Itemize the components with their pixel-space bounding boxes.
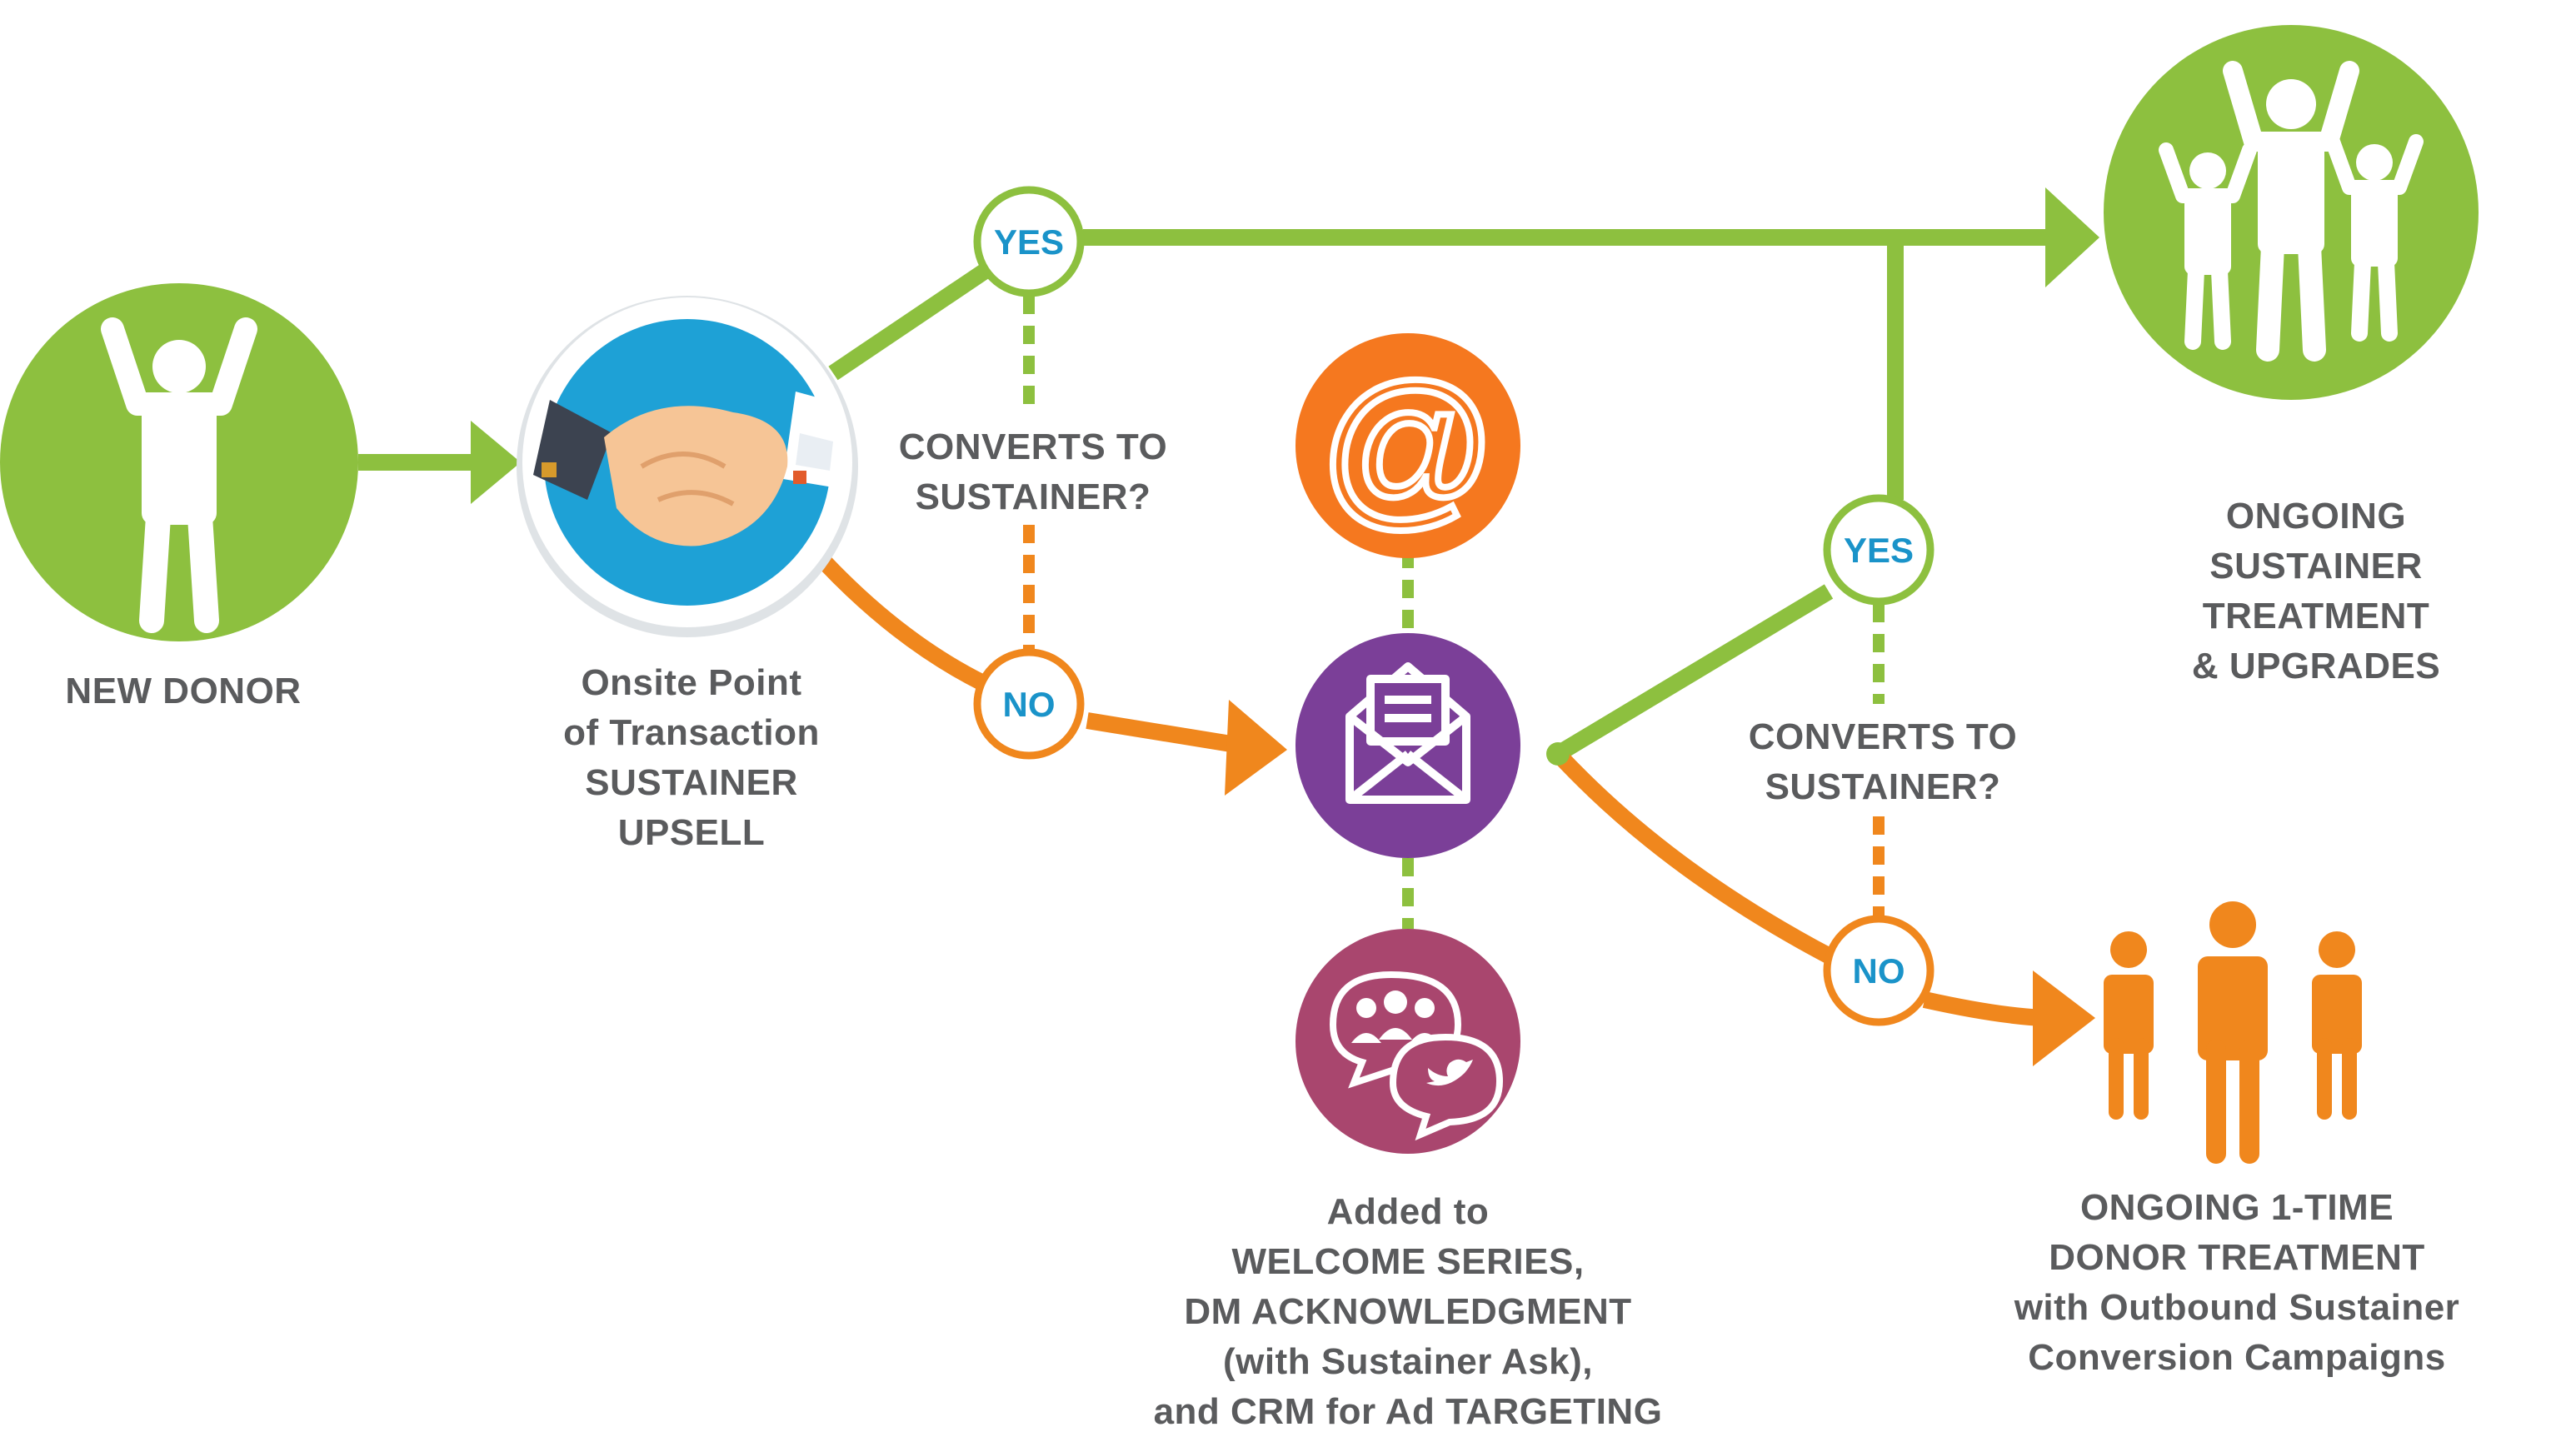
arrow-head-sustainers	[2045, 187, 2099, 287]
welcome-line: Added to	[1326, 1191, 1490, 1232]
envelope-letter-icon	[1345, 662, 1470, 804]
arrow-head-mail	[1225, 700, 1287, 796]
sustainer-outcome-line: ONGOING	[2225, 496, 2407, 536]
standing-group-icon	[2104, 901, 2362, 1164]
line-upsell-to-no1	[818, 556, 987, 691]
one-time-line-italic: Conversion Campaigns	[2028, 1337, 2446, 1378]
sustainers-node	[2104, 25, 2479, 400]
question-2-line: CONVERTS TO	[1748, 716, 2018, 757]
branch-node	[1546, 742, 1570, 766]
one-time-line-italic: with Outbound Sustainer	[2014, 1287, 2460, 1328]
arrow-head-donors	[2033, 970, 2095, 1066]
one-time-outcome-label: ONGOING 1-TIME DONOR TREATMENT with Outb…	[1999, 1183, 2474, 1383]
yes-badge-1-label: YES	[994, 222, 1064, 262]
email-node: @	[1295, 333, 1520, 558]
question-1-line: CONVERTS TO	[898, 427, 1168, 467]
no-badge-2: NO	[1823, 915, 1934, 1026]
arrow-head-new-donor	[471, 421, 521, 504]
upsell-label: Onsite Point of Transaction SUSTAINER UP…	[517, 658, 866, 858]
welcome-paren-open: (	[1222, 1341, 1236, 1382]
new-donor-label: NEW DONOR	[65, 671, 302, 711]
line-no2-to-donors	[1922, 991, 2046, 1026]
one-time-line: ONGOING 1-TIME	[2079, 1187, 2394, 1228]
welcome-ask-italic: with Sustainer Ask	[1236, 1341, 1570, 1382]
yes-badge-2: YES	[1823, 494, 1934, 606]
upsell-label-line: UPSELL	[617, 812, 766, 853]
sustainer-outcome-label: ONGOING SUSTAINER TREATMENT & UPGRADES	[2091, 491, 2541, 691]
upsell-label-line: Onsite Point	[581, 662, 802, 703]
line-no1-to-mail	[1086, 712, 1243, 754]
person-arms-raised-icon	[101, 317, 257, 633]
upsell-label-line: of Transaction	[563, 712, 820, 753]
welcome-line: WELCOME SERIES,	[1231, 1241, 1585, 1282]
welcome-line: DM ACKNOWLEDGMENT	[1184, 1291, 1632, 1332]
welcome-line-ask: (with Sustainer Ask),	[1133, 1337, 1683, 1387]
chat-bubbles-group-twitter-icon	[1329, 970, 1504, 1141]
yes-badge-1: YES	[973, 186, 1085, 297]
sustainer-outcome-line: & UPGRADES	[2191, 646, 2441, 686]
welcome-paren-close: ),	[1570, 1341, 1594, 1382]
welcome-label: Added to WELCOME SERIES, DM ACKNOWLEDGME…	[1133, 1187, 1683, 1437]
question-1-line: SUSTAINER?	[915, 477, 1151, 517]
one-time-line: DONOR TREATMENT	[2049, 1237, 2425, 1278]
no-badge-1-label: NO	[1003, 685, 1056, 724]
sustainer-outcome-line: SUSTAINER TREATMENT	[2202, 546, 2430, 636]
yes-badge-2-label: YES	[1844, 531, 1914, 570]
welcome-line: and CRM for Ad TARGETING	[1153, 1391, 1663, 1432]
no-badge-2-label: NO	[1853, 951, 1905, 990]
upsell-node	[517, 296, 858, 637]
question-2-line: SUSTAINER?	[1765, 766, 2001, 807]
celebrating-group-icon	[2159, 61, 2424, 362]
new-donor-node	[0, 283, 358, 641]
mail-node	[1295, 633, 1520, 858]
social-node	[1295, 929, 1520, 1154]
line-branch-to-no2	[1551, 748, 1837, 965]
upsell-label-line: SUSTAINER	[585, 762, 798, 803]
no-badge-1: NO	[973, 648, 1085, 760]
handshake-icon	[533, 392, 841, 546]
line-branch-to-yes2	[1553, 584, 1834, 761]
line-upsell-to-yes1	[828, 259, 996, 381]
connectors	[358, 187, 2099, 1066]
at-sign-icon: @	[1319, 348, 1496, 544]
question-1-label: CONVERTS TO SUSTAINER?	[858, 422, 1208, 522]
question-2-label: CONVERTS TO SUSTAINER?	[1708, 712, 2058, 812]
